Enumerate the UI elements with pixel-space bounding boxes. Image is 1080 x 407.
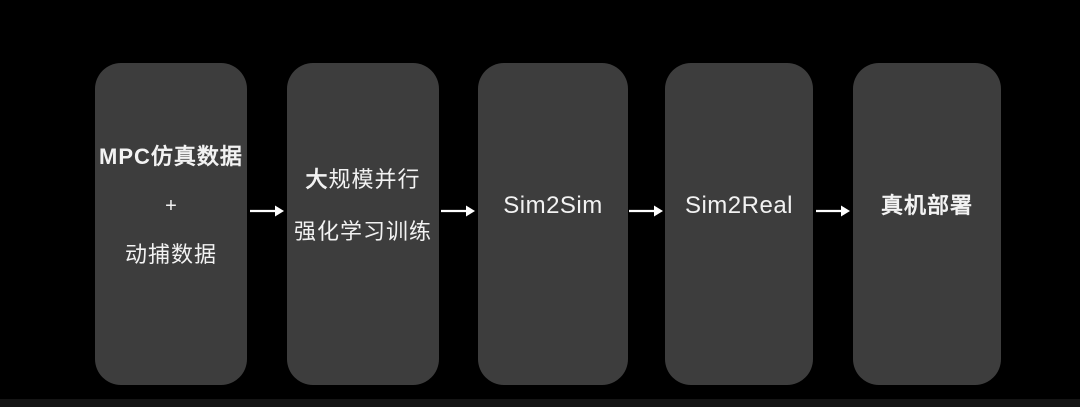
node-line: MPC仿真数据	[99, 144, 243, 169]
node-line: 动捕数据	[124, 242, 217, 267]
flow-node-rl-training: 大规模并行 强化学习训练	[287, 63, 439, 385]
node-line-segment: 大	[305, 167, 329, 192]
arrow-right-icon	[628, 203, 664, 219]
node-line-segment: 规模并行	[328, 167, 421, 192]
node-line: 大规模并行	[305, 169, 420, 191]
flow-node-sim2real: Sim2Real	[665, 63, 813, 385]
node-line: 真机部署	[880, 193, 973, 218]
node-content: 真机部署	[881, 195, 973, 217]
flow-node-mpc-data: MPC仿真数据 + 动捕数据	[95, 63, 247, 385]
node-line: Sim2Sim	[503, 192, 603, 219]
node-content: 大规模并行 强化学习训练	[294, 169, 432, 243]
arrow-right-icon	[249, 203, 285, 219]
node-content: MPC仿真数据 + 动捕数据	[99, 146, 243, 266]
node-content: Sim2Sim	[503, 194, 603, 218]
arrow-right-icon	[815, 203, 851, 219]
flow-node-sim2sim: Sim2Sim	[478, 63, 628, 385]
flow-node-real-deploy: 真机部署	[853, 63, 1001, 385]
plus-separator: +	[165, 195, 177, 217]
node-content: Sim2Real	[685, 194, 793, 218]
bottom-edge-strip	[0, 399, 1080, 407]
arrow-right-icon	[440, 203, 476, 219]
node-line: Sim2Real	[684, 192, 794, 219]
node-line: 强化学习训练	[293, 219, 432, 244]
